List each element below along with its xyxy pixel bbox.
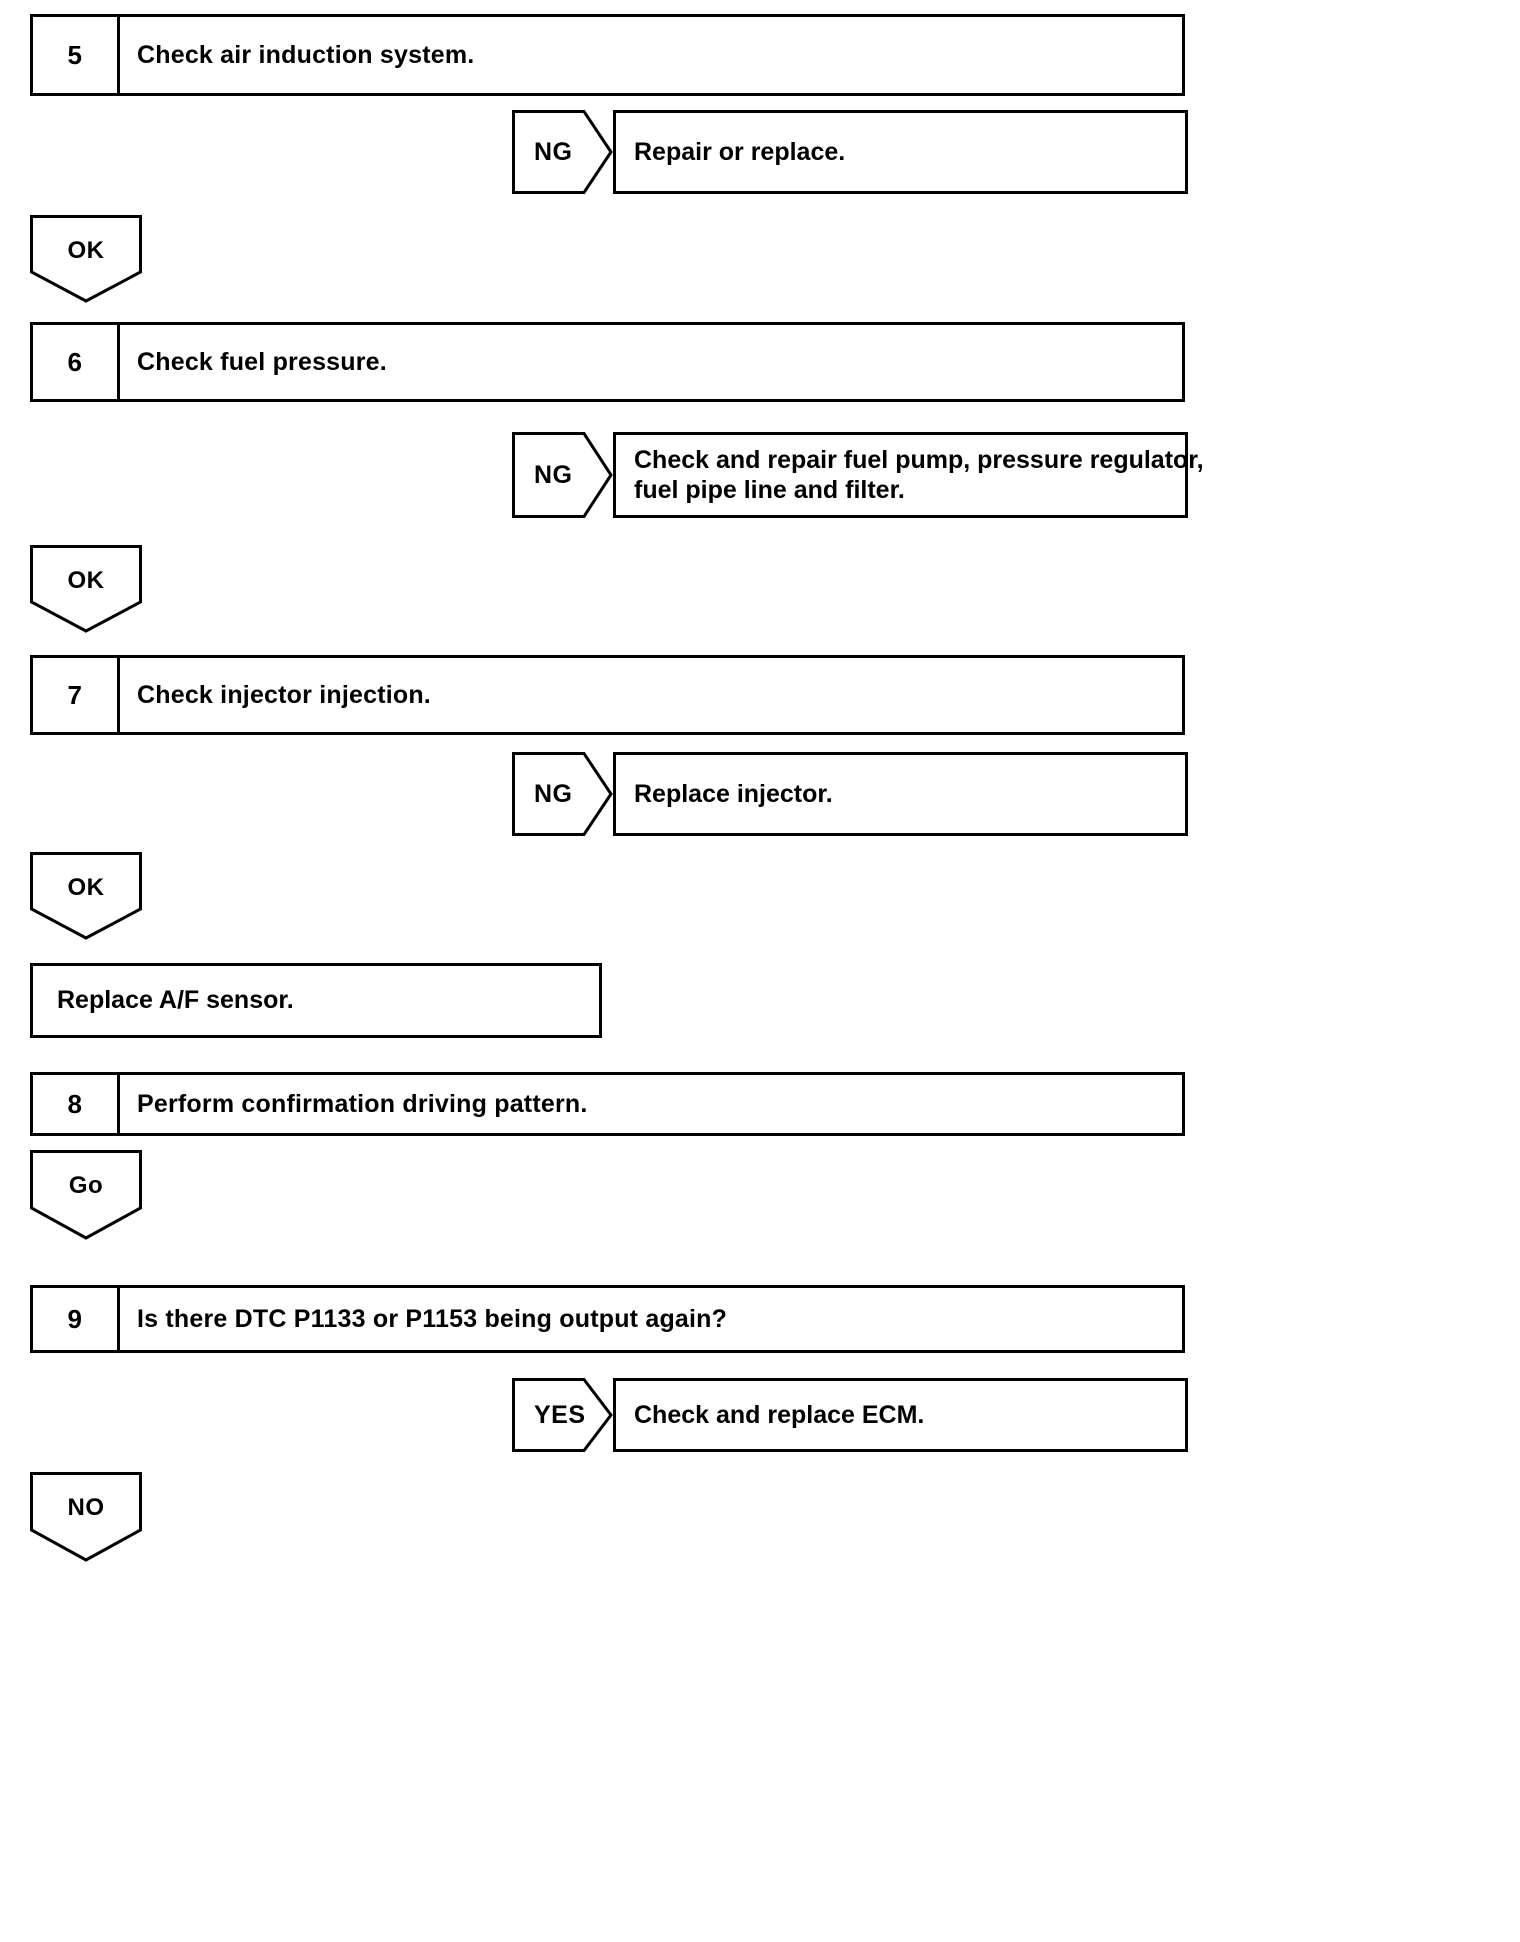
step-box-7: 7 Check injector injection. (30, 655, 1185, 735)
step-number-5: 5 (33, 17, 120, 93)
branch-result-line: Check and replace ECM. (634, 1400, 925, 1429)
step-text-7: Check injector injection. (137, 680, 431, 709)
action-box-replace-af-sensor: Replace A/F sensor. (30, 963, 602, 1038)
branch-ng-5: NG Repair or replace. (512, 110, 1188, 194)
branch-result-line: Check and repair fuel pump, pressure reg… (634, 445, 1204, 474)
branch-label-yes-9: YES (512, 1378, 613, 1452)
branch-result-9: Check and replace ECM. (613, 1378, 1188, 1452)
step-number-9: 9 (33, 1288, 120, 1350)
step-text-9: Is there DTC P1133 or P1153 being output… (137, 1304, 728, 1333)
connector-ok-5: OK (30, 215, 142, 303)
branch-label-text-ng-6: NG (534, 460, 573, 489)
step-text-6: Check fuel pressure. (137, 347, 387, 376)
branch-label-ng-7: NG (512, 752, 613, 836)
branch-result-5: Repair or replace. (613, 110, 1188, 194)
branch-result-line: Replace injector. (634, 779, 833, 808)
step-number-7: 7 (33, 658, 120, 732)
action-box-text: Replace A/F sensor. (57, 986, 294, 1014)
branch-result-6: Check and repair fuel pump, pressure reg… (613, 432, 1204, 518)
branch-result-7: Replace injector. (613, 752, 1188, 836)
branch-label-ng-6: NG (512, 432, 613, 518)
branch-label-text-ng-5: NG (534, 137, 573, 166)
connector-no-9: NO (30, 1472, 142, 1562)
step-box-8: 8 Perform confirmation driving pattern. (30, 1072, 1185, 1136)
connector-go-8: Go (30, 1150, 142, 1240)
branch-label-text-ng-7: NG (534, 779, 573, 808)
branch-ng-6: NG Check and repair fuel pump, pressure … (512, 432, 1204, 518)
branch-label-text-yes-9: YES (534, 1400, 586, 1429)
step-box-6: 6 Check fuel pressure. (30, 322, 1185, 402)
step-box-5: 5 Check air induction system. (30, 14, 1185, 96)
step-number-8: 8 (33, 1075, 120, 1133)
branch-result-line: Repair or replace. (634, 137, 846, 166)
connector-ok-7: OK (30, 852, 142, 940)
branch-ng-7: NG Replace injector. (512, 752, 1188, 836)
branch-label-ng-5: NG (512, 110, 613, 194)
step-box-9: 9 Is there DTC P1133 or P1153 being outp… (30, 1285, 1185, 1353)
branch-result-line: fuel pipe line and filter. (634, 476, 905, 504)
step-number-6: 6 (33, 325, 120, 399)
step-text-5: Check air induction system. (137, 40, 475, 69)
connector-ok-6: OK (30, 545, 142, 633)
step-text-8: Perform confirmation driving pattern. (137, 1089, 588, 1118)
branch-yes-9: YES Check and replace ECM. (512, 1378, 1188, 1452)
